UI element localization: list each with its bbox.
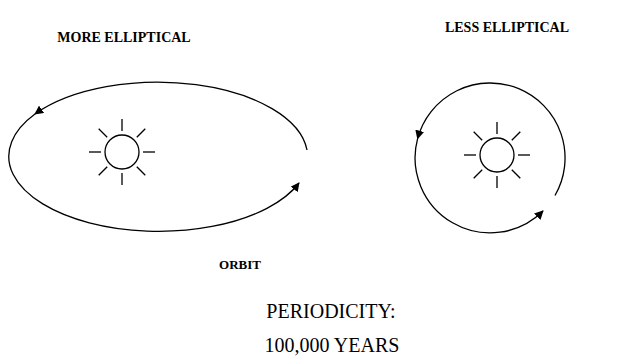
orbit-heading: LESS ELLIPTICAL xyxy=(445,20,569,36)
elliptical-orbit xyxy=(35,82,307,150)
orbit-heading: MORE ELLIPTICAL xyxy=(57,30,190,46)
sun-symbol xyxy=(464,122,530,188)
sun-symbol xyxy=(89,119,155,185)
circular-orbit xyxy=(415,139,543,233)
periodicity-label: PERIODICITY: xyxy=(266,300,395,323)
period-value: 100,000 YEARS xyxy=(265,334,400,357)
circular-orbit xyxy=(418,83,565,195)
orbit-label: ORBIT xyxy=(219,258,261,273)
elliptical-orbit xyxy=(9,114,299,231)
